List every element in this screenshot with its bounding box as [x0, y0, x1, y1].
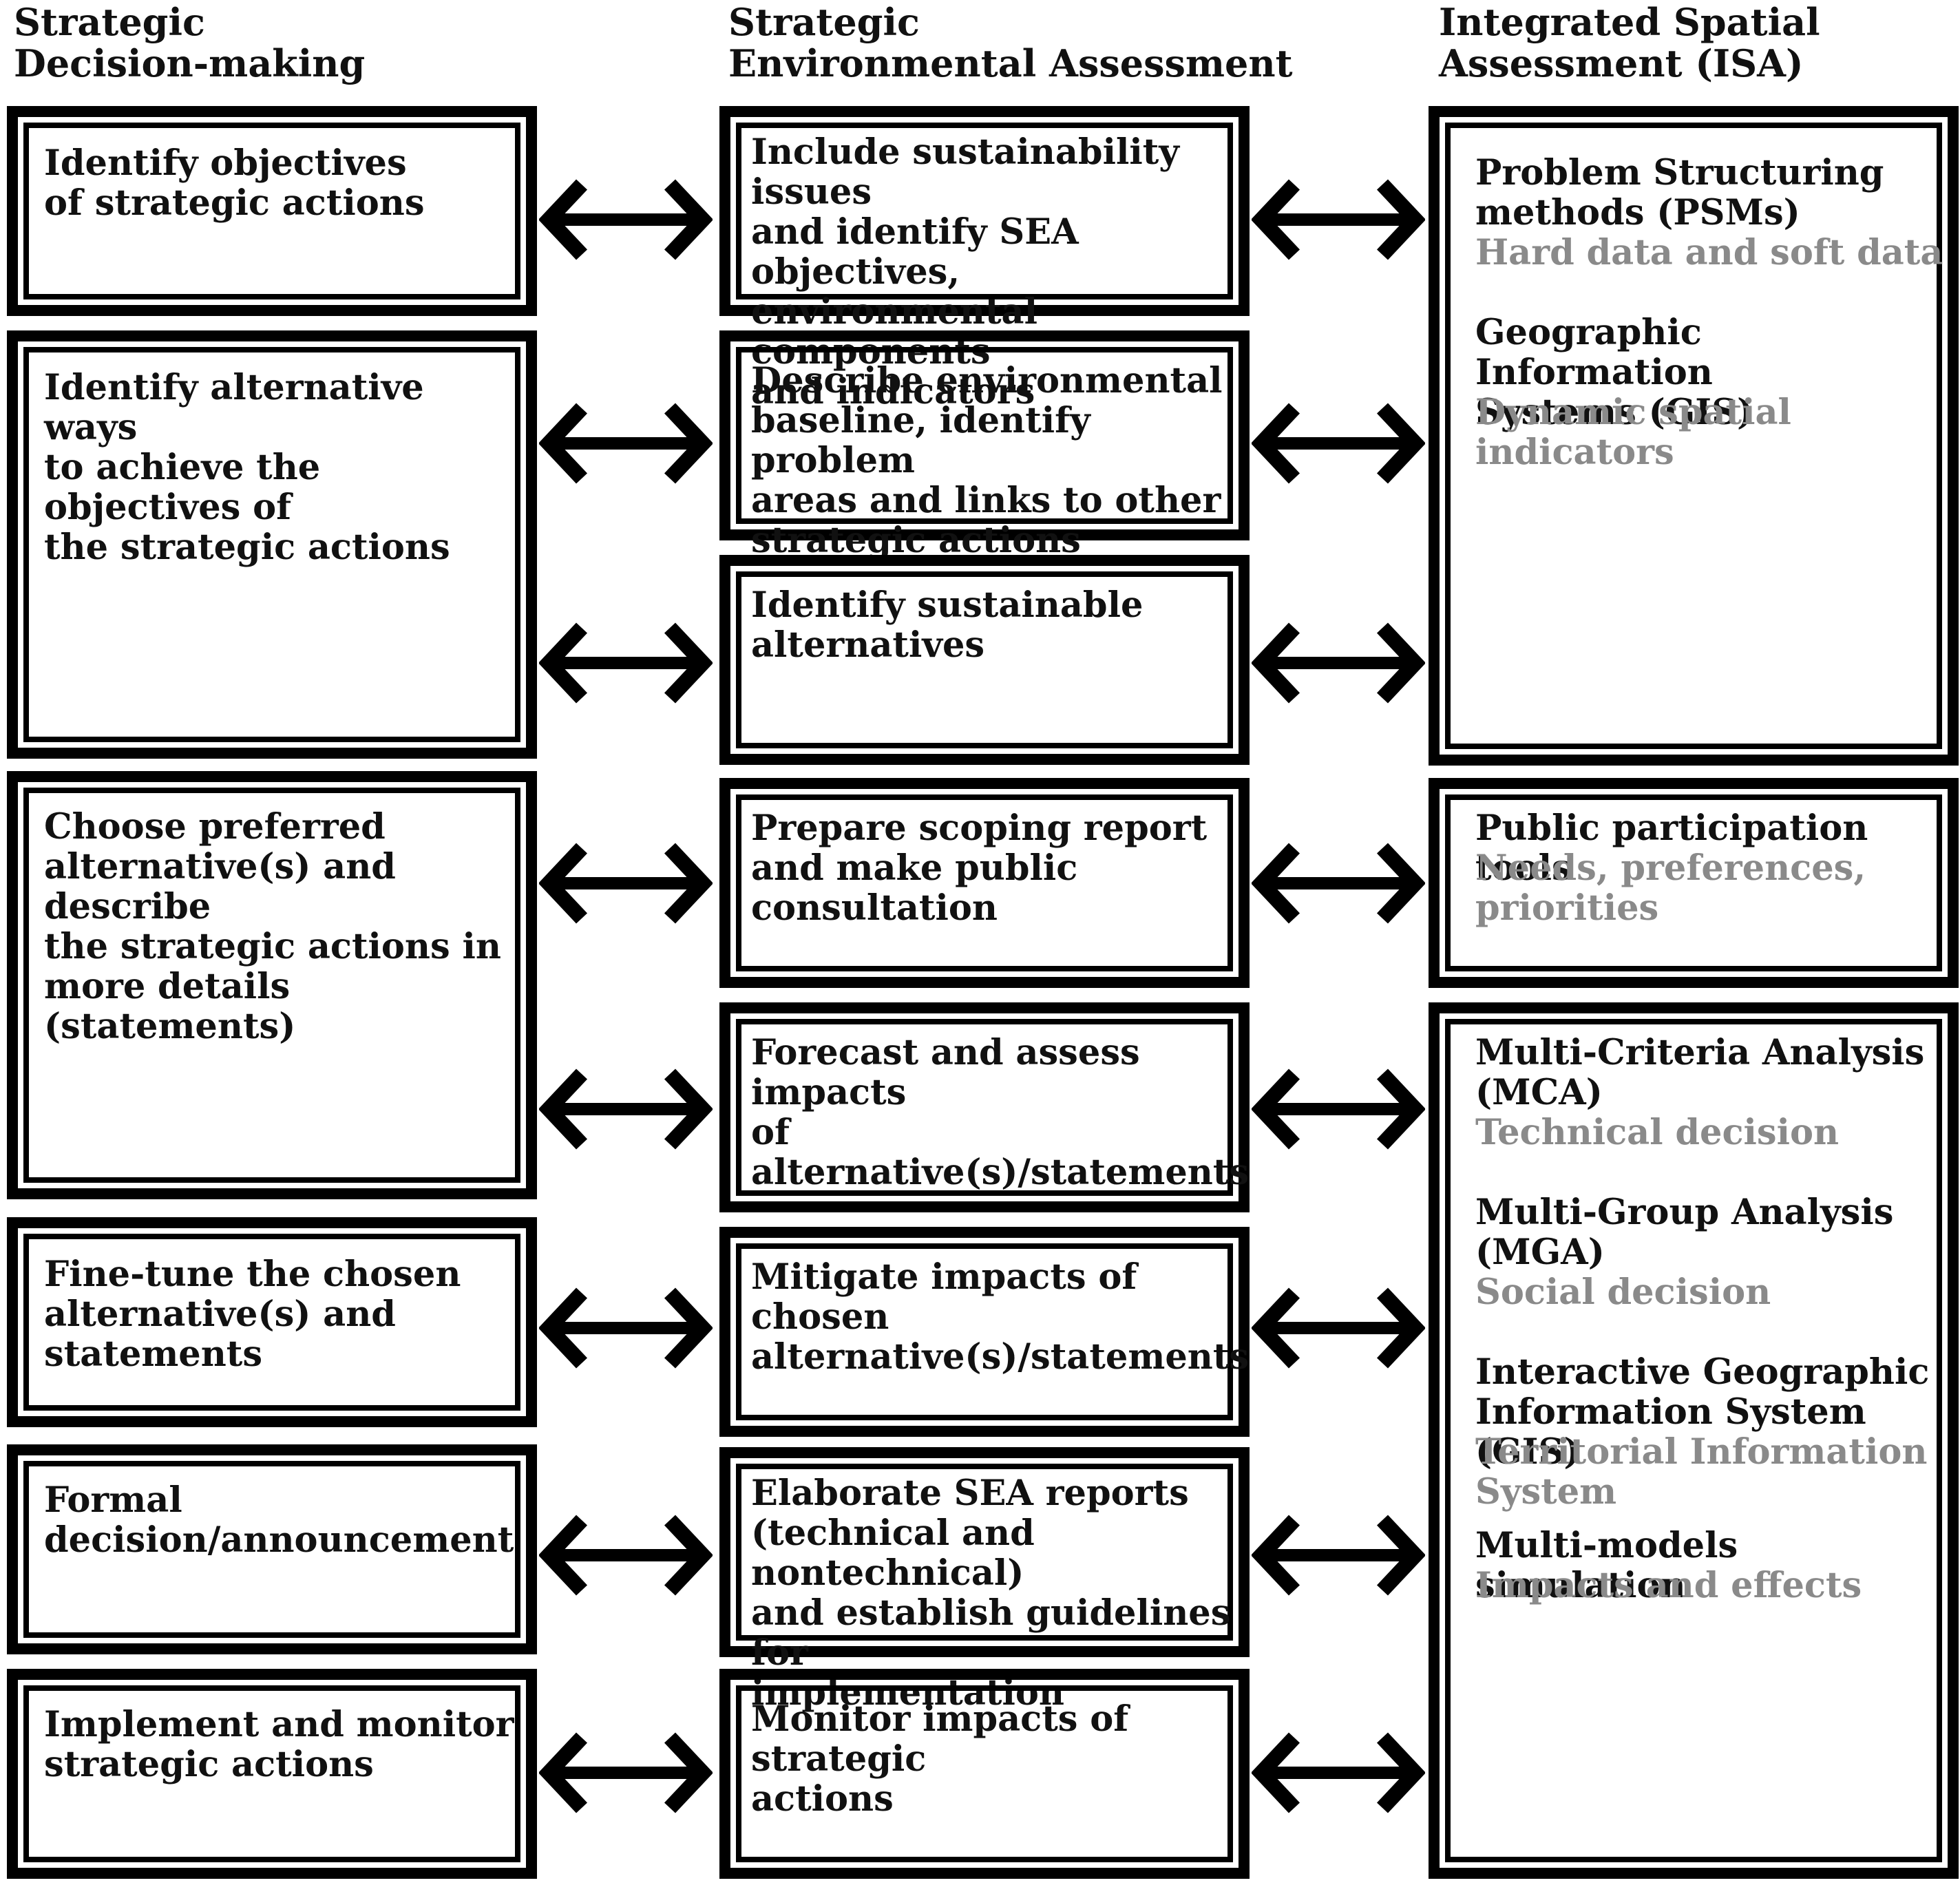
isa-mca-title: Multi-Criteria Analysis (MCA)	[1475, 1032, 1925, 1113]
sea-box-6: Mitigate impacts of chosen alternative(s…	[719, 1227, 1250, 1437]
double-headed-arrow-icon	[539, 1066, 713, 1152]
sea-box-8: Monitor impacts of strategic actions	[719, 1669, 1250, 1879]
double-headed-arrow-icon	[1252, 1512, 1425, 1599]
isa-psm-subtitle: Hard data and soft data	[1475, 232, 1943, 273]
sea-step-6-text: Mitigate impacts of chosen alternative(s…	[751, 1256, 1250, 1378]
double-headed-arrow-icon	[1252, 620, 1425, 706]
decision-box-6: Implement and monitor strategic actions	[7, 1669, 537, 1879]
isa-igis-subtitle: Territorial Information System	[1475, 1431, 1928, 1513]
decision-step-4-text: Fine-tune the chosen alternative(s) and …	[44, 1254, 461, 1375]
double-headed-arrow-icon	[539, 1512, 713, 1599]
sea-step-8-text: Monitor impacts of strategic actions	[751, 1698, 1129, 1820]
header-decision-making: Strategic Decision-making	[14, 0, 366, 85]
decision-step-3-text: Choose preferred alternative(s) and desc…	[44, 806, 501, 1047]
isa-box-2: Public participation tools Needs, prefer…	[1429, 778, 1959, 988]
header-sea: Strategic Environmental Assessment	[728, 0, 1293, 85]
isa-mga-subtitle: Social decision	[1475, 1272, 1771, 1313]
double-headed-arrow-icon	[539, 840, 713, 927]
sea-box-5: Forecast and assess impacts of alternati…	[719, 1002, 1250, 1212]
double-headed-arrow-icon	[539, 400, 713, 487]
double-headed-arrow-icon	[1252, 840, 1425, 927]
isa-mga-title: Multi-Group Analysis (MGA)	[1475, 1192, 1894, 1273]
sea-step-3-text: Identify sustainable alternatives	[751, 585, 1144, 666]
sea-box-3: Identify sustainable alternatives	[719, 555, 1250, 765]
sea-step-5-text: Forecast and assess impacts of alternati…	[751, 1032, 1250, 1193]
isa-igis-title: Interactive Geographic Information Syste…	[1475, 1351, 1930, 1473]
decision-box-2: Identify alternative ways to achieve the…	[7, 330, 537, 759]
double-headed-arrow-icon	[539, 1285, 713, 1371]
double-headed-arrow-icon	[539, 176, 713, 263]
sea-box-1: Include sustainability issues and identi…	[719, 106, 1250, 412]
sea-step-2-text: Describe environmental baseline, identif…	[751, 360, 1223, 561]
isa-box-3: Multi-Criteria Analysis (MCA) Technical …	[1429, 1002, 1959, 1879]
isa-public-participation-subtitle: Needs, preferences, priorities	[1475, 847, 1866, 929]
decision-step-6-text: Implement and monitor strategic actions	[44, 1704, 514, 1785]
isa-gis-subtitle: Dynamic spatial indicators	[1475, 392, 1791, 473]
decision-step-1-text: Identify objectives of strategic actions	[44, 143, 425, 224]
double-headed-arrow-icon	[1252, 400, 1425, 487]
double-headed-arrow-icon	[1252, 1066, 1425, 1152]
header-isa: Integrated Spatial Assessment (ISA)	[1439, 0, 1820, 85]
double-headed-arrow-icon	[539, 620, 713, 706]
sea-box-4: Prepare scoping report and make public c…	[719, 778, 1250, 988]
sea-step-4-text: Prepare scoping report and make public c…	[751, 808, 1208, 929]
decision-box-5: Formal decision/announcement	[7, 1444, 537, 1654]
double-headed-arrow-icon	[539, 1729, 713, 1816]
decision-box-4: Fine-tune the chosen alternative(s) and …	[7, 1217, 537, 1427]
double-headed-arrow-icon	[1252, 176, 1425, 263]
sea-box-2: Describe environmental baseline, identif…	[719, 330, 1250, 560]
isa-multimodels-title: Multi-models simulation	[1475, 1525, 1738, 1606]
isa-mca-subtitle: Technical decision	[1475, 1112, 1840, 1153]
decision-box-3: Choose preferred alternative(s) and desc…	[7, 771, 537, 1199]
isa-public-participation-title: Public participation tools	[1475, 808, 1868, 889]
isa-multimodels-subtitle: Impacts and effects	[1475, 1565, 1862, 1606]
decision-box-1: Identify objectives of strategic actions	[7, 106, 537, 316]
isa-box-1: Problem Structuring methods (PSMs) Hard …	[1429, 106, 1959, 766]
isa-gis-title: Geographic Information Systems (GIS)	[1475, 312, 1754, 433]
sea-box-7: Elaborate SEA reports (technical and non…	[719, 1447, 1250, 1713]
double-headed-arrow-icon	[1252, 1285, 1425, 1371]
decision-step-2-text: Identify alternative ways to achieve the…	[44, 367, 450, 568]
double-headed-arrow-icon	[1252, 1729, 1425, 1816]
isa-psm-title: Problem Structuring methods (PSMs)	[1475, 152, 1884, 233]
decision-step-5-text: Formal decision/announcement	[44, 1479, 514, 1561]
